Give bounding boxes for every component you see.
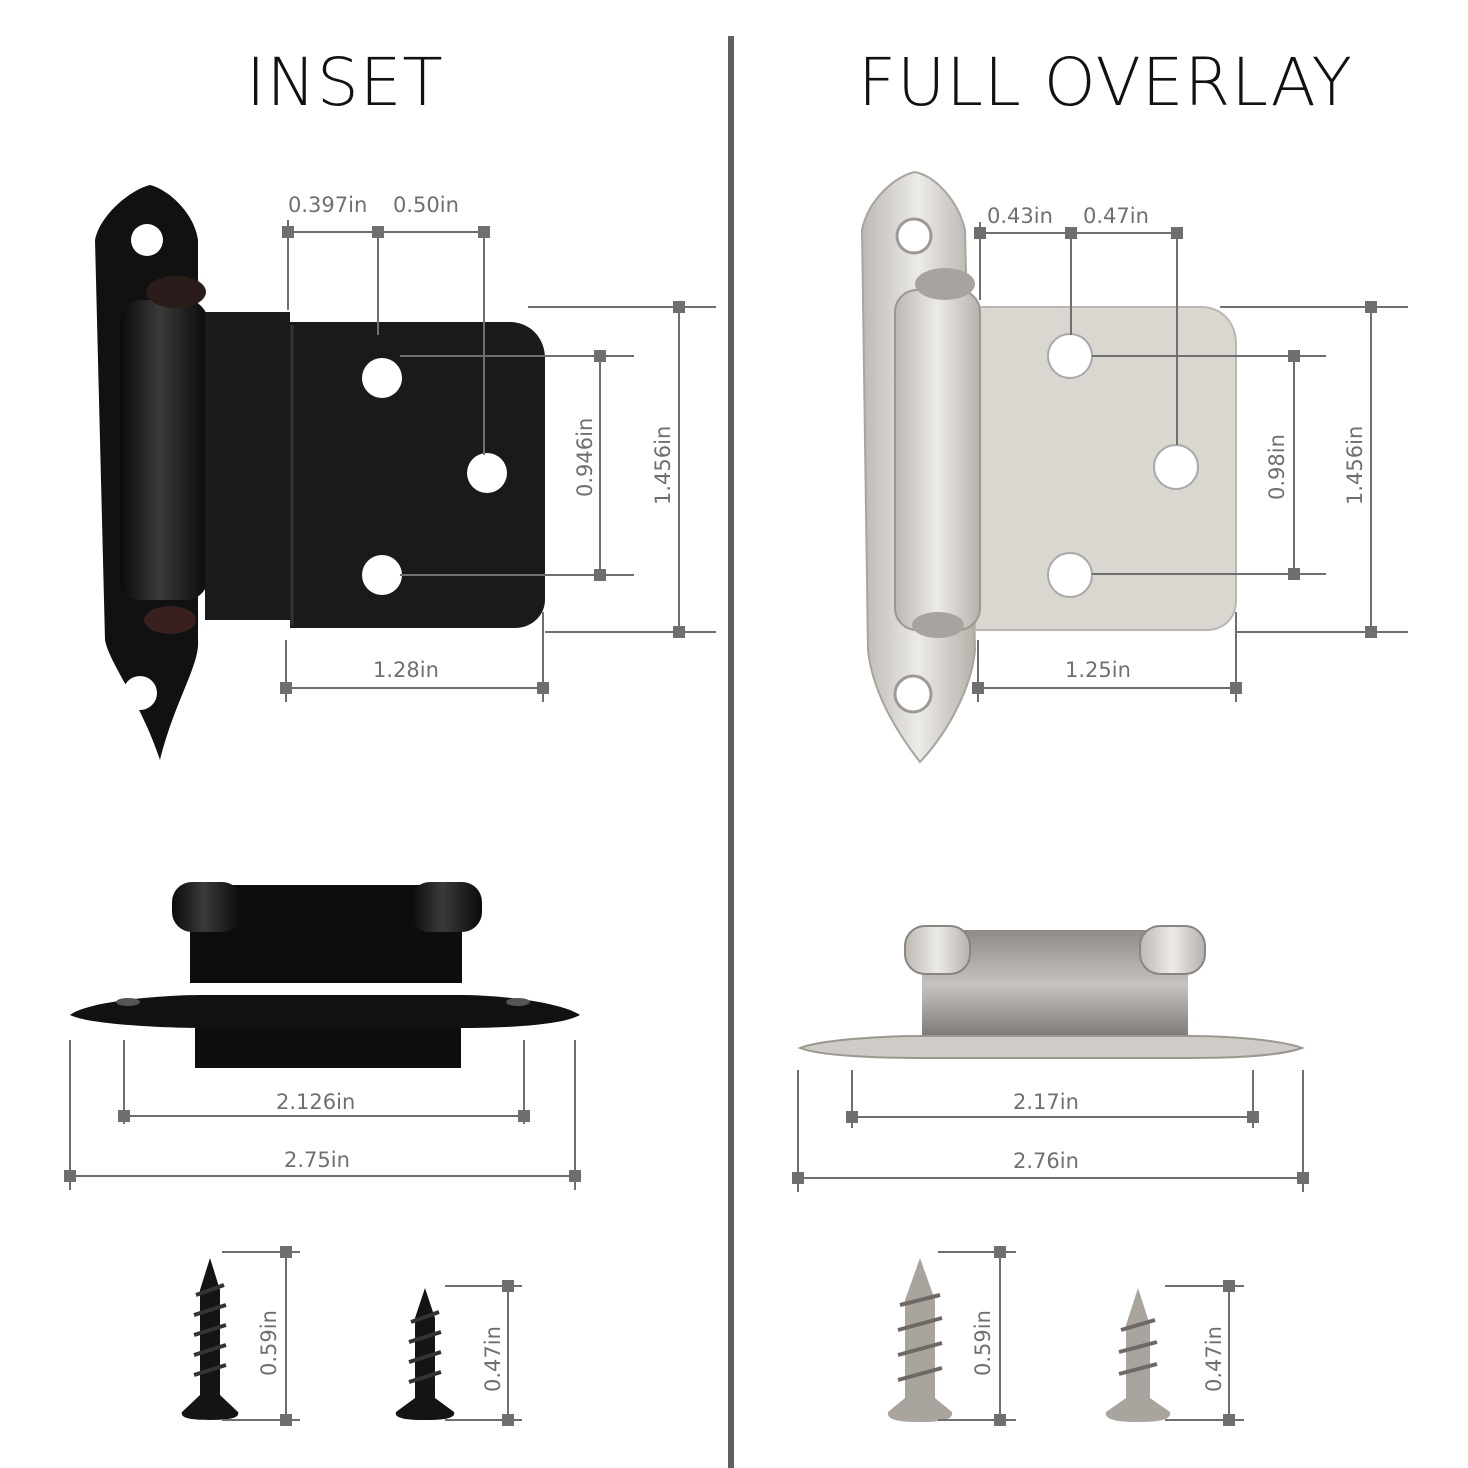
inset-leaf-hole-3 [362, 555, 402, 595]
overlay-screw-long-length: 0.59in [971, 1310, 995, 1376]
overlay-mount-hole-top [895, 217, 933, 255]
overlay-pin-top [915, 268, 975, 300]
overlay-hinge-front [860, 170, 1237, 764]
overlay-screw-long [887, 1258, 953, 1422]
inset-side-dimensions [64, 1040, 581, 1190]
inset-inner-width: 2.126in [276, 1090, 355, 1114]
inset-screw-long [181, 1258, 239, 1420]
overlay-leaf-hole-3 [1047, 552, 1093, 598]
inset-hinge-front [95, 185, 545, 760]
overlay-plate-width: 1.25in [1065, 658, 1131, 682]
overlay-dimensions [972, 222, 1408, 702]
inset-screw-dimensions [222, 1246, 522, 1426]
inset-barrel [120, 300, 208, 600]
inset-title: INSET [246, 44, 444, 121]
inset-screw-long-length: 0.59in [257, 1310, 281, 1376]
overlay-total-width: 2.76in [1013, 1149, 1079, 1173]
inset-hole-spacing-a: 0.397in [288, 193, 367, 217]
overlay-hole-spacing-a: 0.43in [987, 204, 1053, 228]
inset-hole-spacing-b: 0.50in [393, 193, 459, 217]
overlay-hinge-side [797, 925, 1305, 1059]
inset-leaf-hole-1 [362, 358, 402, 398]
overlay-plate-height: 1.456in [1343, 426, 1367, 505]
inset-pin-bottom [144, 606, 196, 634]
overlay-hole-spacing-b: 0.47in [1083, 204, 1149, 228]
center-divider [728, 36, 734, 1468]
overlay-barrel [894, 289, 981, 631]
inset-total-width: 2.75in [284, 1148, 350, 1172]
overlay-side-dimensions [792, 1070, 1309, 1192]
overlay-pin-bottom [912, 612, 964, 638]
overlay-mount-hole-bottom [893, 674, 933, 714]
overlay-inner-width: 2.17in [1013, 1090, 1079, 1114]
inset-hinge-side [70, 882, 580, 1068]
inset-dimensions [280, 220, 716, 702]
overlay-screw-dimensions [938, 1246, 1244, 1426]
full-overlay-title: FULL OVERLAY [858, 44, 1353, 121]
overlay-leaf-hole-2 [1153, 444, 1199, 490]
overlay-screw-short [1105, 1288, 1171, 1422]
inset-leaf [205, 312, 545, 628]
inset-plate-width: 1.28in [373, 658, 439, 682]
inset-leaf-hole-2 [467, 453, 507, 493]
overlay-leaf [974, 306, 1237, 631]
overlay-screw-short-length: 0.47in [1202, 1326, 1226, 1392]
inset-pin-top [146, 276, 206, 308]
inset-screw-short-length: 0.47in [481, 1326, 505, 1392]
overlay-hole-vertical: 0.98in [1265, 434, 1289, 500]
inset-mount-hole-top [131, 224, 163, 256]
inset-mount-hole-bottom [123, 676, 157, 710]
inset-plate-height: 1.456in [651, 426, 675, 505]
overlay-leaf-hole-1 [1047, 333, 1093, 379]
inset-hole-vertical: 0.946in [573, 418, 597, 497]
inset-screw-short [395, 1288, 455, 1420]
